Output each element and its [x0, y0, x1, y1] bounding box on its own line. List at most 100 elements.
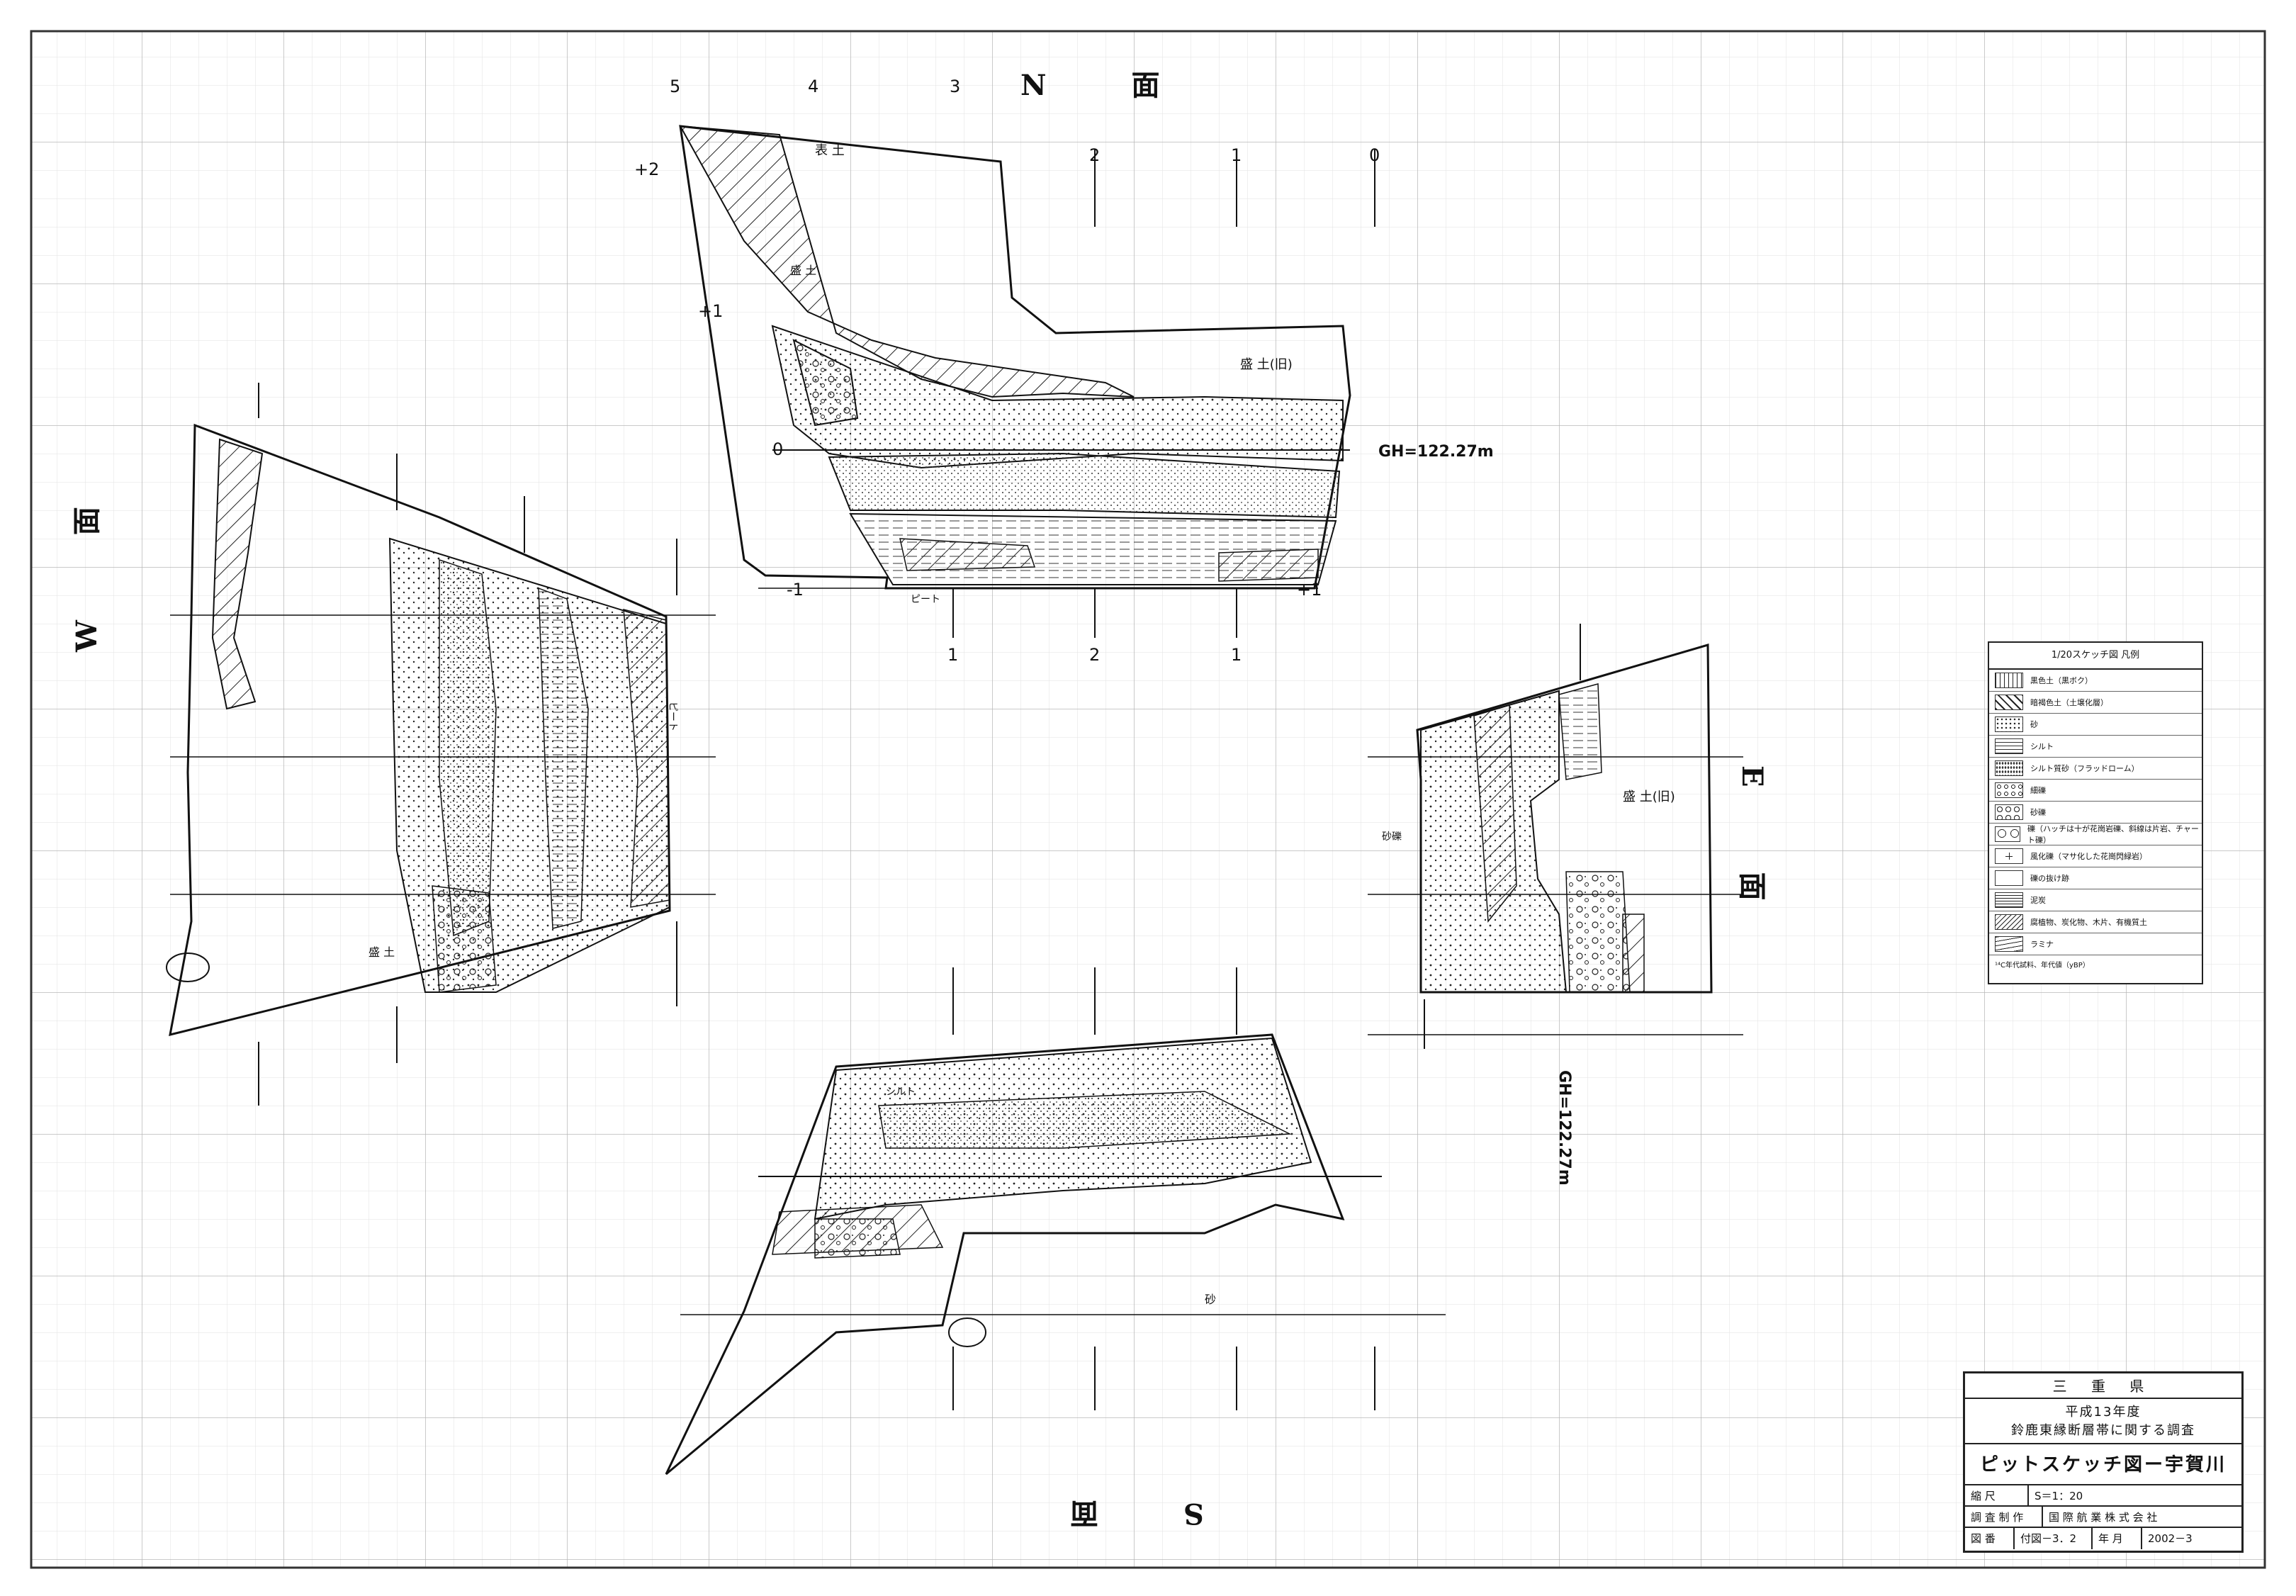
- level-plus2: +2: [634, 159, 660, 179]
- title-block-drawing-name: ピットスケッチ図ー宇賀川: [1965, 1444, 2241, 1485]
- west-annotation-fill: 盛 土: [368, 945, 395, 959]
- south-silt-layer: [878, 1091, 1292, 1149]
- north-topsoil-band: [679, 125, 1135, 398]
- legend-item-label: 砂礫: [2030, 808, 2046, 817]
- legend-item: シルト質砂（フラッドローム）: [1989, 758, 2202, 780]
- legend-swatch: [1995, 760, 2023, 776]
- title-block-scale-value: S＝1：20: [2035, 1490, 2083, 1502]
- north-hatched-lens: [899, 538, 1036, 571]
- west-strata-silt-2: [538, 587, 589, 929]
- east-strata-silt: [1558, 683, 1602, 780]
- legend-swatch: [1995, 782, 2023, 798]
- legend-swatch: [1995, 695, 2023, 710]
- legend-item-label: シルト質砂（フラッドローム）: [2030, 764, 2139, 773]
- legend-swatch: [1995, 673, 2023, 688]
- west-gravel-lens: [432, 885, 497, 993]
- title-block-scale-label: 縮 尺: [1965, 1485, 2029, 1505]
- north-annotation-fill: 盛 土(旧): [1240, 357, 1293, 372]
- legend-swatch: [1995, 716, 2023, 732]
- east-annotation-fill: 盛 土(旧): [1623, 789, 1675, 804]
- top-scale-3: 3: [950, 77, 961, 96]
- north-annotation-peat: ピート: [911, 594, 940, 605]
- west-strata-hatch: [623, 609, 670, 908]
- title-block-project-year: 平成13年度: [2065, 1405, 2142, 1420]
- legend-swatch: [1995, 826, 2020, 842]
- legend-item: 砂礫: [1989, 802, 2202, 824]
- level-minus1: -1: [787, 580, 804, 600]
- legend-item-label: 泥炭: [2030, 896, 2046, 905]
- east-gh-label: GH=122.27m: [1555, 1070, 1573, 1186]
- east-annotation-gravel: 砂礫: [1382, 831, 1402, 843]
- title-block-date-label: 年 月: [2093, 1528, 2142, 1549]
- west-face-section: [166, 383, 716, 1106]
- west-black-band: [211, 438, 264, 710]
- top-scale-5: 5: [670, 77, 681, 96]
- west-boulder: [166, 952, 210, 982]
- legend-swatch: [1995, 936, 2023, 952]
- north-bottom-2: 2: [1089, 645, 1101, 665]
- legend-item: 細礫: [1989, 780, 2202, 802]
- top-scale-1: 1: [1231, 145, 1242, 165]
- title-block-figno-label: 図 番: [1965, 1528, 2015, 1549]
- legend-item-label: 礫（ハッチは十が花崗岩礫、斜線は片岩、チャート礫）: [2027, 824, 2199, 845]
- east-gravel: [1565, 871, 1631, 993]
- legend-item: 黒色土（黒ボク）: [1989, 670, 2202, 692]
- legend-item-label: 暗褐色土（土壌化層）: [2030, 698, 2108, 707]
- legend-swatch: [1995, 848, 2023, 864]
- graph-paper-frame: [30, 30, 2266, 1569]
- legend-title: 1/20スケッチ図 凡例: [1989, 643, 2202, 670]
- north-gravel-layer: [792, 339, 859, 427]
- south-face-section: [665, 967, 1446, 1476]
- level-plus1-right: +1: [1297, 580, 1322, 600]
- title-block-project-name: 鈴鹿東縁断層帯に関する調査: [2011, 1423, 2195, 1438]
- legend-item: 砂: [1989, 714, 2202, 736]
- legend-item: シルト: [1989, 736, 2202, 758]
- south-annotation-silt: シルト: [886, 1086, 916, 1098]
- east-face-title: E 面: [1735, 765, 1769, 929]
- title-block-producer-row: 調 査 制 作 国 際 航 業 株 式 会 社: [1965, 1507, 2241, 1528]
- legend-swatch: [1995, 738, 2023, 754]
- legend-item-label: 腐植物、炭化物、木片、有機質土: [2030, 918, 2147, 927]
- title-block-prefecture: 三 重 県: [1965, 1373, 2241, 1399]
- title-block: 三 重 県 平成13年度 鈴鹿東縁断層帯に関する調査 ピットスケッチ図ー宇賀川 …: [1963, 1371, 2244, 1553]
- legend-box: 1/20スケッチ図 凡例 黒色土（黒ボク） 暗褐色土（土壌化層） 砂シルトシルト質砂…: [1988, 641, 2203, 984]
- level-plus1: +1: [698, 301, 724, 321]
- south-annotation-sand: 砂: [1205, 1293, 1217, 1306]
- title-block-scale-row: 縮 尺 S＝1：20: [1965, 1485, 2241, 1507]
- north-bottom-1b: 1: [1231, 645, 1242, 665]
- north-face-section: [679, 125, 1375, 638]
- level-zero: 0: [772, 439, 784, 459]
- legend-item-label: 砂: [2030, 720, 2038, 729]
- legend-item-label: 礫の抜け跡: [2030, 874, 2069, 883]
- legend-swatch: [1995, 870, 2023, 886]
- legend-note: ¹⁴C年代試料、年代値（yBP）: [1995, 962, 2090, 970]
- north-sand-layer: [771, 325, 1344, 469]
- south-face-title: S 面: [1042, 1497, 1204, 1530]
- legend-item-label: シルト: [2030, 742, 2054, 751]
- north-silt-layer: [828, 452, 1341, 519]
- east-face-section: [1368, 624, 1743, 1049]
- south-face-outline: [665, 1033, 1345, 1476]
- top-scale-4: 4: [808, 77, 819, 96]
- legend-swatch: [1995, 914, 2023, 930]
- south-gravel: [814, 1218, 901, 1259]
- title-block-producer-label: 調 査 制 作: [1965, 1507, 2043, 1527]
- legend-item: 風化礫（マサ化した花崗閃緑岩）: [1989, 845, 2202, 867]
- east-strata-hatch: [1473, 704, 1517, 923]
- legend-item: 暗褐色土（土壌化層）: [1989, 692, 2202, 714]
- legend-item-label: 細礫: [2030, 786, 2046, 795]
- legend-item-label: 黒色土（黒ボク）: [2030, 676, 2093, 685]
- legend-item-label: ラミナ: [2030, 940, 2054, 949]
- title-block-producer-value: 国 際 航 業 株 式 会 社: [2049, 1511, 2158, 1524]
- legend-swatch: [1995, 892, 2023, 908]
- legend-item: 礫の抜け跡: [1989, 867, 2202, 889]
- west-face-title: W 面: [70, 478, 103, 652]
- legend-swatch: [1995, 804, 2023, 820]
- west-face-outline: [169, 423, 671, 1037]
- north-face-title: N 面: [1020, 69, 1188, 102]
- north-hatched-lens-2: [1218, 549, 1319, 582]
- legend-item: 泥炭: [1989, 889, 2202, 911]
- legend-item: 腐植物、炭化物、木片、有機質土: [1989, 911, 2202, 933]
- legend-item-label: 風化礫（マサ化した花崗閃緑岩）: [2030, 852, 2147, 861]
